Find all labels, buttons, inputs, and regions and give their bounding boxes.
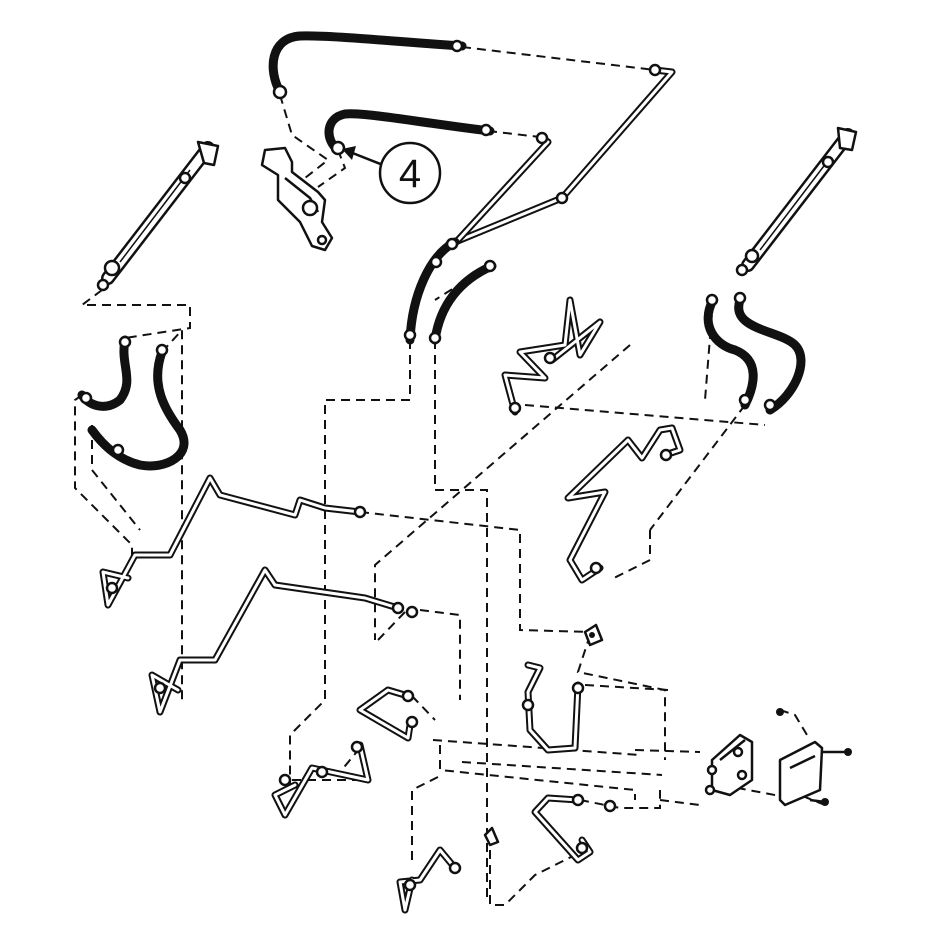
control-valve-block: [704, 733, 754, 797]
lower-left-tube-b: [271, 740, 372, 819]
left-tube-upper: [99, 474, 367, 609]
zigzag-tube-lower: [564, 424, 684, 584]
right-hydraulic-cylinder: [735, 126, 858, 277]
callout-4: 4: [342, 141, 442, 205]
callout-circle: [378, 141, 442, 205]
center-hoses: [403, 237, 497, 345]
bottom-tube-b: [531, 793, 617, 864]
mounting-bracket: [776, 708, 852, 807]
right-hoses: [703, 291, 806, 415]
upper-hose-short: [324, 109, 495, 156]
left-hydraulic-cylinder: [96, 140, 220, 292]
left-hoses: [77, 335, 189, 471]
callout-number: 4: [399, 152, 421, 196]
lower-left-tube-a: [356, 686, 419, 742]
valve-fitting-part: [260, 146, 334, 252]
bottom-tube-a: [396, 826, 500, 914]
center-fitting: [583, 623, 604, 647]
upper-hose-long: [268, 31, 467, 100]
left-tube-lower: [148, 566, 419, 716]
center-u-tube: [521, 661, 585, 754]
zigzag-tube-upper: [501, 296, 604, 416]
long-rigid-tube: [444, 63, 676, 249]
dashed-connection-lines: [74, 46, 826, 906]
